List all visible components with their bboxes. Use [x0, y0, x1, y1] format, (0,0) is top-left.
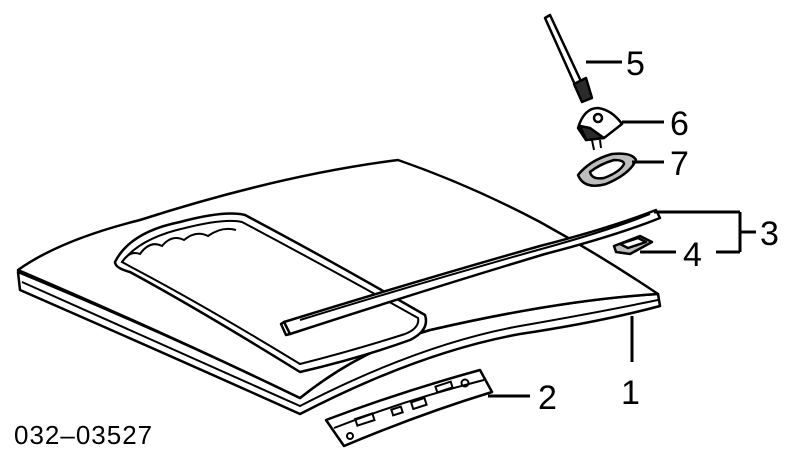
callout-numbers: 1 2 3 4 5 6 7 [538, 45, 779, 417]
callout-7: 7 [670, 145, 689, 183]
callout-4: 4 [683, 236, 702, 274]
roof-molding-strip [279, 208, 662, 337]
roof-reinforcement-bracket [324, 368, 494, 448]
leader-lines [488, 60, 756, 398]
antenna-base [576, 106, 624, 151]
part-code: 032–03527 [14, 420, 153, 450]
callout-1: 1 [621, 374, 640, 412]
antenna-gasket [576, 152, 638, 187]
roof-panel [16, 158, 662, 416]
callout-3: 3 [760, 215, 779, 253]
callout-5: 5 [626, 45, 645, 83]
molding-clip [612, 234, 654, 256]
antenna-mast [543, 13, 594, 104]
callout-6: 6 [670, 105, 689, 143]
callout-2: 2 [538, 379, 557, 417]
